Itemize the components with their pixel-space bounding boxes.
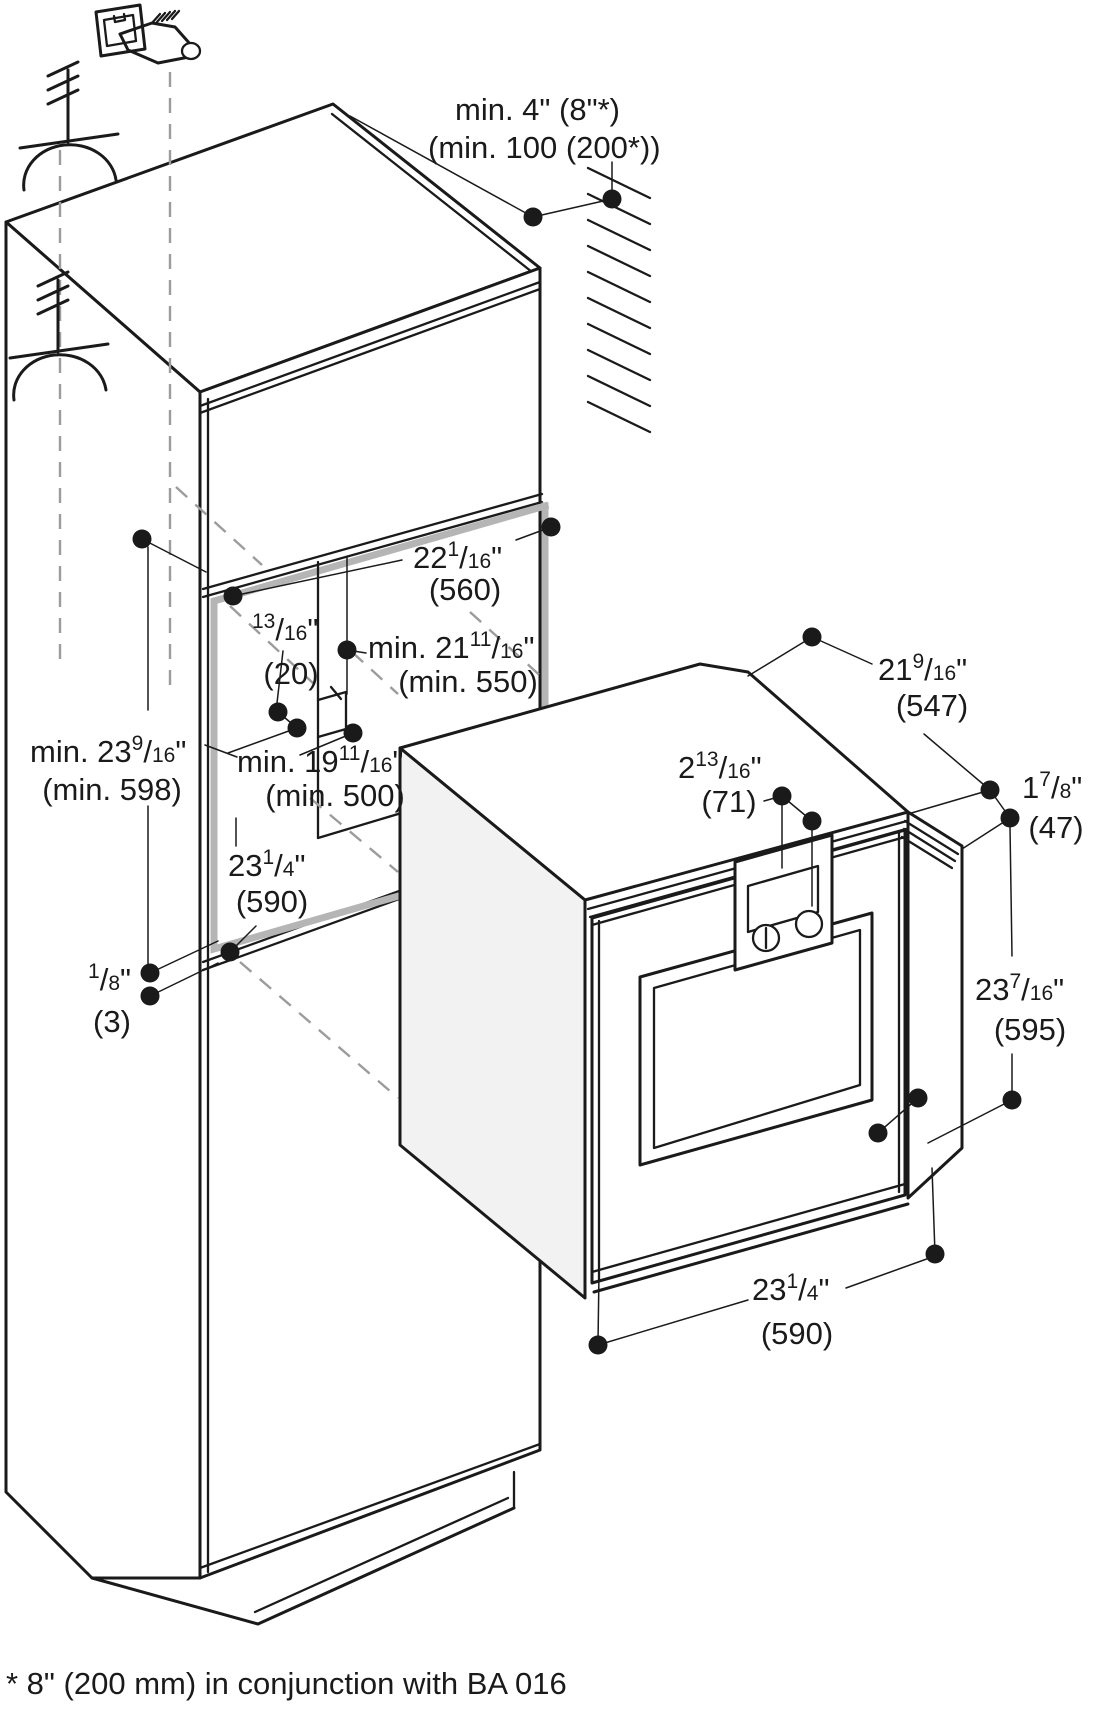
dim-niche-height-inch: min. 239/16"	[30, 732, 186, 769]
dim-control-panel-height: 213/16" (71)	[678, 748, 822, 907]
dim-top-gap-mm: (min. 100 (200*))	[428, 130, 661, 165]
insertion-guide-dashed-lines	[175, 486, 546, 1099]
dim-step-depth-inch: 13/16"	[252, 610, 318, 647]
cabinet-top-inset-right	[330, 112, 534, 274]
dim-bottom-gap-mm: (3)	[93, 1004, 131, 1039]
oven-control-panel	[733, 833, 834, 972]
wall-section-hatching	[586, 166, 652, 434]
power-socket-and-plug-icon	[94, 3, 202, 65]
dim-niche-width-inch: 221/16"	[413, 538, 502, 575]
dim-bottom-gap: 1/8" (3)	[88, 940, 219, 1039]
dim-niche-bottom-width-mm: (590)	[236, 884, 308, 919]
dim-top-gap-inch: min. 4" (8"*)	[455, 92, 620, 127]
dim-niche-width: 221/16" (560)	[223, 517, 561, 607]
dim-niche-height-mm: (min. 598)	[42, 772, 182, 807]
dim-niche-bottom-width: 231/4" (590)	[220, 817, 308, 962]
cabinet-top-panel-edges	[198, 280, 542, 415]
dim-oven-depth-mm: (547)	[896, 688, 968, 723]
dim-step-depth: 13/16" (20)	[227, 610, 363, 756]
plug-bristles	[150, 9, 181, 25]
dim-bottom-gap-inch: 1/8"	[88, 960, 131, 997]
dim-niche-depth-inch: min. 2111/16"	[368, 628, 534, 665]
plug-tip	[180, 41, 202, 61]
cabinet-bottom-edge-inner	[198, 1442, 542, 1570]
dim-trim-height-inch: 17/8"	[1022, 768, 1082, 805]
niche-step-notch	[316, 690, 348, 739]
earth-ground-symbol-top	[18, 60, 120, 192]
dim-step-depth-mm: (20)	[263, 656, 318, 691]
oven-door-edge-doubles	[590, 831, 907, 1282]
footnote: * 8" (200 mm) in conjunction with BA 016	[6, 1666, 567, 1701]
dim-oven-depth-inch: 219/16"	[878, 650, 967, 687]
socket-outline	[94, 3, 147, 58]
tall-cabinet	[4, 102, 544, 1626]
dim-niche-bottom-width-inch: 231/4"	[228, 846, 306, 883]
dim-niche-depth-mm: (min. 550)	[398, 664, 538, 699]
dim-trim-height-mm: (47)	[1028, 810, 1083, 845]
dim-niche-width-mm: (560)	[429, 572, 501, 607]
dim-control-panel-height-inch: 213/16"	[678, 748, 762, 785]
cabinet-front-face	[198, 266, 542, 1580]
oven-door-underside	[592, 1202, 910, 1294]
dim-insert-depth-mm: (min. 500)	[265, 778, 405, 813]
cabinet-left-face	[4, 220, 202, 1580]
shelf-above-niche	[201, 492, 544, 599]
niche-opening-highlight	[210, 501, 550, 954]
dim-niche-depth: min. 2111/16" (min. 550)	[337, 557, 538, 699]
dim-insert-depth-inch: min. 1911/16"	[237, 742, 403, 779]
plinth-front-edge	[90, 1506, 516, 1626]
dim-oven-width-inch: 231/4"	[752, 1270, 830, 1307]
dim-control-panel-height-mm: (71)	[701, 784, 756, 819]
dim-oven-height-mm: (595)	[994, 1012, 1066, 1047]
plinth-detail-lines	[253, 1470, 516, 1614]
dim-top-gap: min. 4" (8"*) (min. 100 (200*))	[349, 92, 661, 227]
niche-step-tick	[329, 685, 343, 701]
dim-oven-width-mm: (590)	[761, 1316, 833, 1351]
dim-insert-depth: min. 1911/16" (min. 500)	[204, 742, 405, 813]
dim-oven-width: 231/4" (590)	[588, 1167, 945, 1355]
socket-inner	[102, 12, 138, 48]
control-knob-right	[794, 909, 824, 939]
dim-oven-height-inch: 237/16"	[975, 970, 1064, 1007]
dim-oven-height: 237/16" (595)	[868, 826, 1066, 1144]
dim-niche-height: min. 239/16" (min. 598)	[30, 529, 207, 972]
oven-left-side-panel	[398, 746, 587, 1300]
dim-trim-height: 17/8" (47)	[961, 768, 1084, 850]
earth-ground-symbol-bottom	[8, 270, 110, 402]
